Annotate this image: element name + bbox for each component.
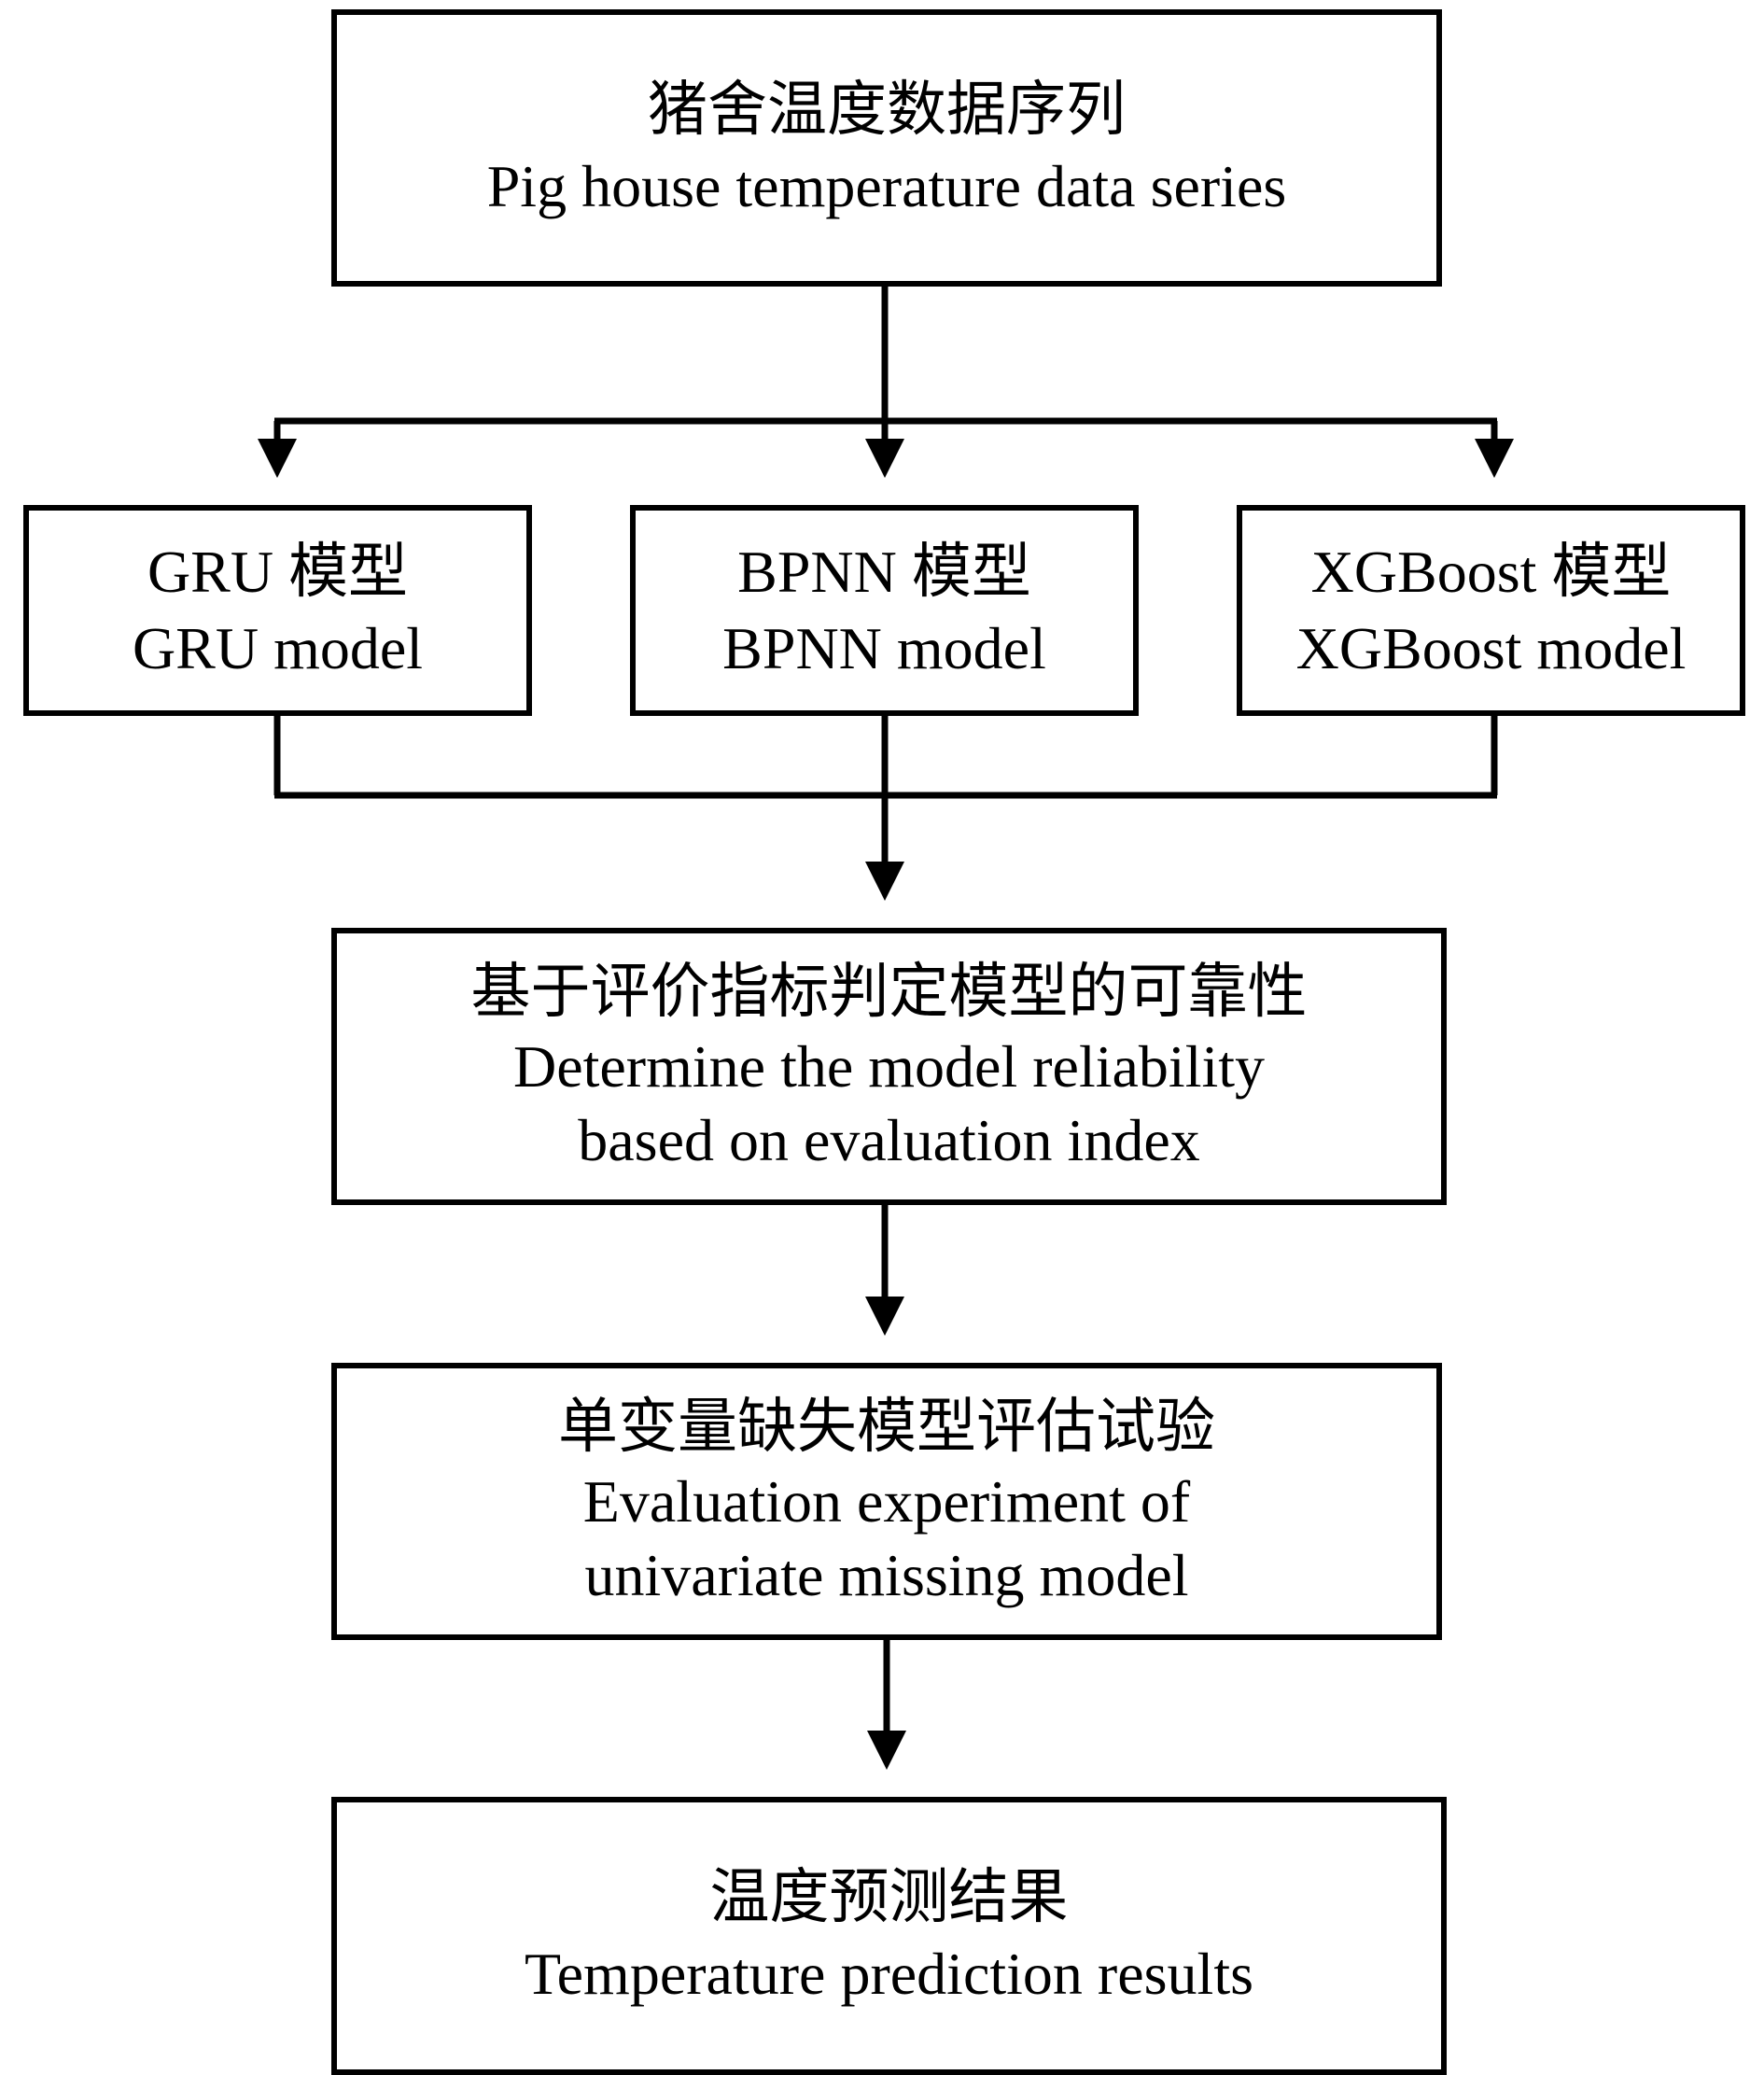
node-prediction-results-zh: 温度预测结果 [709,1864,1069,1931]
node-data-series-en: Pig house temperature data series [486,152,1287,219]
node-reliability-evaluation: 基于评价指标判定模型的可靠性 Determine the model relia… [331,928,1447,1205]
node-missing-model-experiment-en-line2: univariate missing model [584,1542,1189,1609]
node-xgboost-model: XGBoost 模型 XGBoost model [1237,505,1745,716]
node-gru-model: GRU 模型 GRU model [23,505,532,716]
node-xgboost-model-zh: XGBoost 模型 [1310,539,1672,606]
node-gru-model-en: GRU model [132,615,424,681]
node-missing-model-experiment-en-line1: Evaluation experiment of [582,1467,1191,1535]
node-prediction-results: 温度预测结果 Temperature prediction results [331,1797,1447,2075]
node-reliability-evaluation-en-line2: based on evaluation index [578,1107,1200,1174]
node-prediction-results-en: Temperature prediction results [525,1941,1253,2007]
node-bpnn-model-en: BPNN model [722,615,1046,681]
node-xgboost-model-en: XGBoost model [1295,615,1687,681]
node-missing-model-experiment-zh: 单变量缺失模型评估试验 [558,1394,1215,1461]
node-data-series: 猪舍温度数据序列 Pig house temperature data seri… [331,9,1442,287]
node-data-series-zh: 猪舍温度数据序列 [648,76,1126,143]
node-missing-model-experiment: 单变量缺失模型评估试验 Evaluation experiment of uni… [331,1363,1442,1640]
node-reliability-evaluation-zh: 基于评价指标判定模型的可靠性 [470,959,1308,1026]
node-bpnn-model: BPNN 模型 BPNN model [630,505,1139,716]
node-reliability-evaluation-en-line1: Determine the model reliability [512,1032,1266,1100]
node-gru-model-zh: GRU 模型 [147,539,409,606]
node-bpnn-model-zh: BPNN 模型 [737,539,1031,606]
